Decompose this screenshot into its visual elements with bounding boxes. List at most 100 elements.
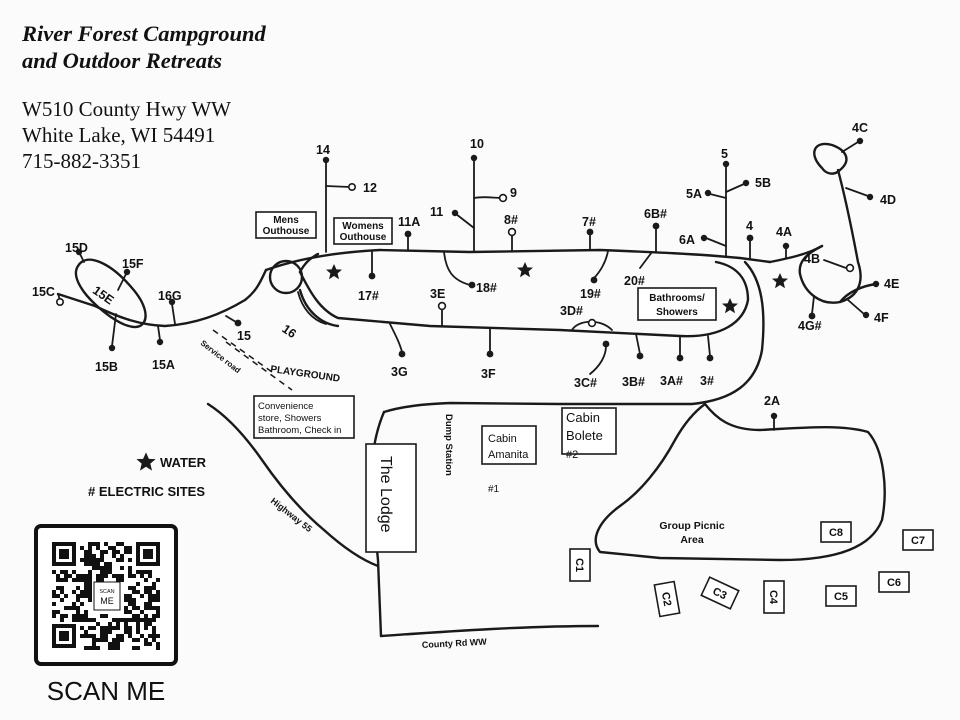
qr-module	[80, 558, 84, 562]
site-19-label: 19#	[580, 287, 601, 301]
cabin-c3: C3	[700, 576, 740, 610]
qr-module	[112, 550, 116, 554]
bolete-label-1: Cabin	[566, 410, 600, 425]
qr-module	[76, 606, 80, 610]
qr-module	[132, 606, 136, 610]
qr-module	[84, 590, 88, 594]
water-star-icon	[772, 273, 788, 289]
qr-module	[152, 606, 156, 610]
qr-module	[80, 594, 84, 598]
qr-module	[120, 618, 124, 622]
qr-module	[56, 578, 60, 582]
cabin-boxes: C1 C2 C3 C4 C5 C6	[569, 521, 934, 618]
qr-module	[104, 630, 108, 634]
qr-module	[68, 606, 72, 610]
campsite-spurs	[55, 137, 880, 431]
qr-module	[128, 634, 132, 638]
site-4b-label: 4B	[804, 252, 820, 266]
mens-outhouse-label-1: Mens	[273, 215, 299, 226]
qr-module	[144, 602, 148, 606]
qr-module	[152, 638, 156, 642]
qr-module	[92, 554, 96, 558]
qr-module	[80, 602, 84, 606]
site-7-label: 7#	[582, 215, 596, 229]
qr-module	[80, 614, 84, 618]
qr-module	[100, 638, 104, 642]
phone-number[interactable]: 715-882-3351	[22, 149, 141, 173]
water-star-icon	[326, 264, 342, 280]
address-street: W510 County Hwy WW	[22, 97, 232, 121]
qr-module	[88, 578, 92, 582]
qr-module	[148, 570, 152, 574]
qr-module	[120, 638, 124, 642]
qr-module	[140, 574, 144, 578]
qr-module	[104, 562, 108, 566]
qr-module	[116, 646, 120, 650]
site-15a-label: 15A	[152, 358, 175, 372]
qr-module	[140, 594, 144, 598]
qr-module	[132, 614, 136, 618]
bathrooms-showers: Bathrooms/ Showers	[637, 287, 717, 321]
qr-module	[156, 614, 160, 618]
svg-text:C2: C2	[659, 591, 673, 607]
qr-caption: SCAN ME	[46, 676, 166, 706]
qr-module	[100, 634, 104, 638]
qr-module	[96, 566, 100, 570]
qr-module	[108, 626, 112, 630]
qr-module	[116, 578, 120, 582]
qr-module	[104, 634, 108, 638]
qr-code[interactable]: SCAN ME	[34, 524, 178, 666]
site-15b-label: 15B	[95, 360, 118, 374]
qr-module	[76, 586, 80, 590]
qr-module	[88, 550, 92, 554]
womens-outhouse-label-2: Outhouse	[340, 232, 387, 243]
amanita-label-2: Amanita	[488, 449, 529, 461]
qr-module	[132, 618, 136, 622]
site-15-label: 15	[237, 329, 251, 343]
qr-module	[148, 586, 152, 590]
qr-module	[116, 558, 120, 562]
qr-module	[156, 594, 160, 598]
qr-module	[156, 598, 160, 602]
qr-module	[124, 618, 128, 622]
qr-module	[108, 642, 112, 646]
qr-module	[148, 598, 152, 602]
qr-module	[84, 630, 88, 634]
qr-module	[100, 566, 104, 570]
qr-module	[60, 598, 64, 602]
qr-module	[132, 586, 136, 590]
svg-text:C8: C8	[829, 527, 843, 539]
site-3b-label: 3B#	[622, 375, 645, 389]
site-10-label: 10	[470, 137, 484, 151]
site-3a-label: 3A#	[660, 374, 683, 388]
conv-label-2: store, Showers	[258, 413, 322, 424]
qr-module	[92, 542, 96, 546]
water-legend-star-icon	[136, 452, 156, 471]
qr-module	[152, 582, 156, 586]
qr-module	[124, 622, 128, 626]
qr-module	[128, 598, 132, 602]
qr-module	[84, 594, 88, 598]
qr-module	[144, 586, 148, 590]
qr-module	[124, 546, 128, 550]
qr-module	[80, 626, 84, 630]
legend-water-label: WATER	[160, 455, 207, 470]
qr-module	[92, 626, 96, 630]
qr-module	[88, 542, 92, 546]
qr-module	[156, 610, 160, 614]
qr-module	[96, 546, 100, 550]
qr-pattern: SCAN ME	[52, 542, 160, 650]
qr-module	[148, 594, 152, 598]
qr-module	[124, 594, 128, 598]
qr-module	[112, 546, 116, 550]
qr-module	[128, 602, 132, 606]
bathrooms-label-2: Showers	[656, 307, 698, 318]
qr-module	[100, 614, 104, 618]
qr-module	[96, 646, 100, 650]
qr-module	[84, 554, 88, 558]
site-11-label: 11	[430, 205, 443, 219]
qr-module	[96, 622, 100, 626]
site-3f-label: 3F	[481, 367, 496, 381]
qr-module	[104, 626, 108, 630]
